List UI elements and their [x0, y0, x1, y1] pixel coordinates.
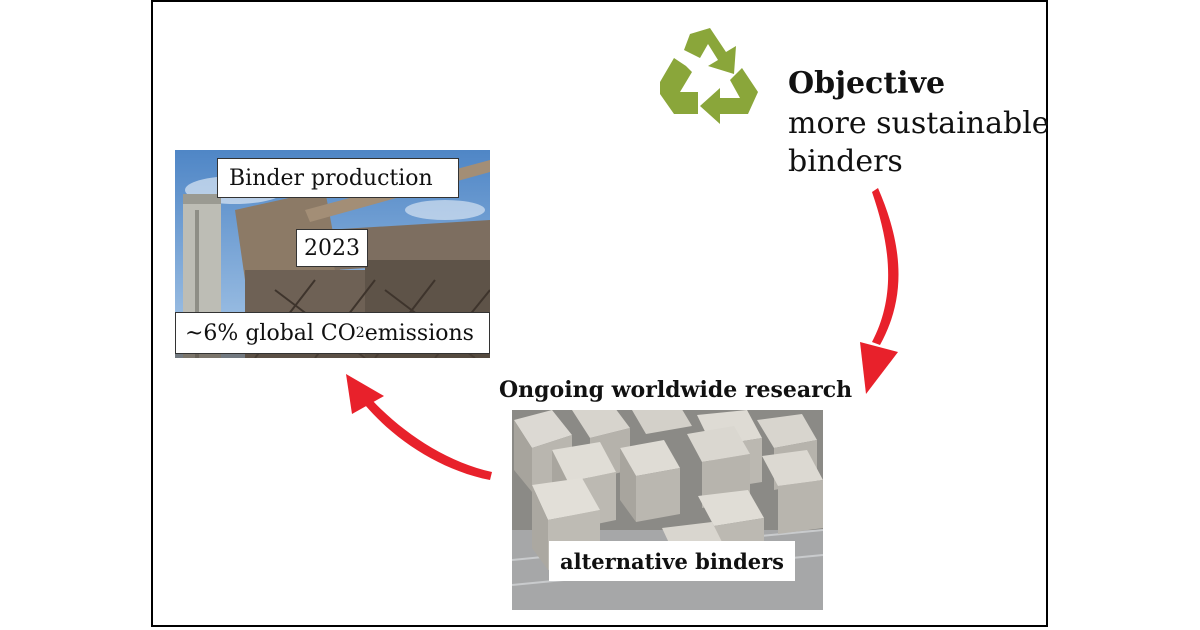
objective-title: Objective [788, 66, 946, 101]
year-label: 2023 [296, 229, 368, 267]
emissions-suffix: emissions [364, 320, 474, 346]
objective-line-1: more sustainable [788, 106, 1050, 141]
research-title: Ongoing worldwide research [499, 377, 853, 403]
alternative-binders-label: alternative binders [549, 541, 795, 581]
emissions-subscript: 2 [355, 325, 365, 341]
binder-production-label: Binder production [217, 158, 459, 198]
objective-line-2: binders [788, 144, 903, 179]
recycle-icon [652, 22, 768, 130]
emissions-prefix: ~6% global CO [185, 320, 356, 346]
